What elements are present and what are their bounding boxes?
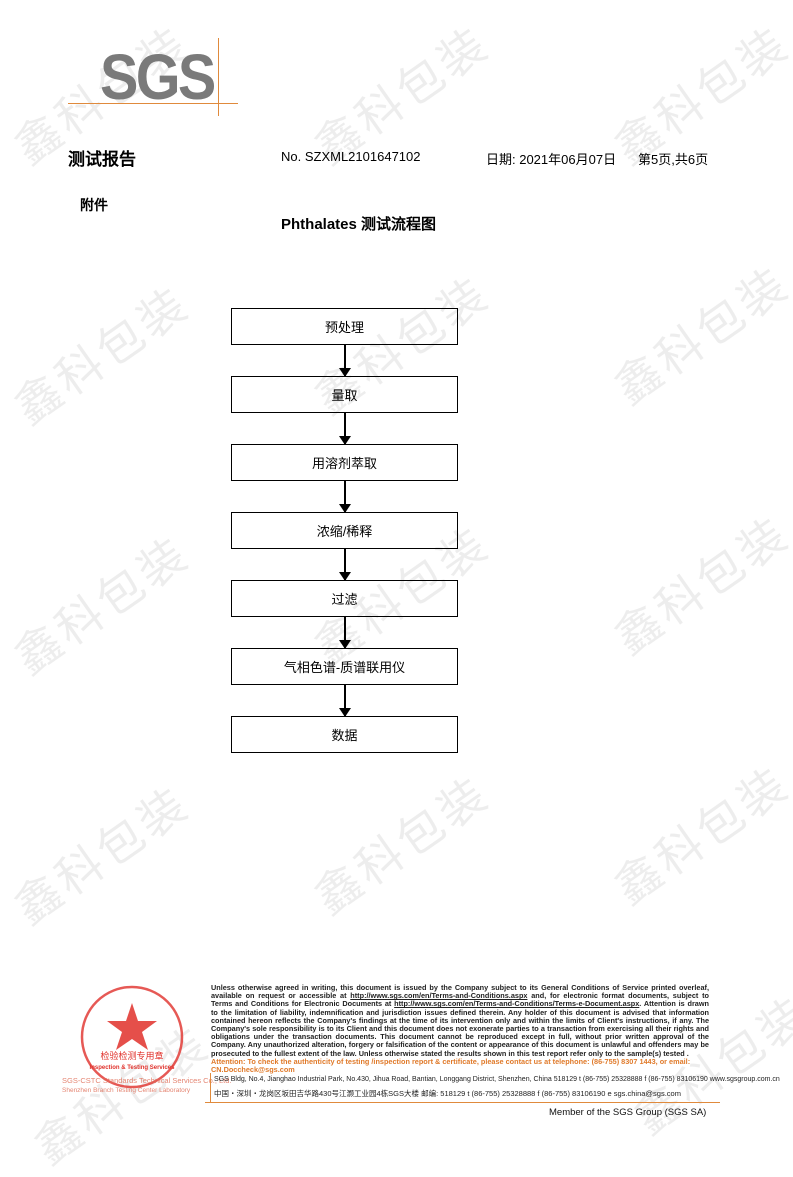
- watermark: 鑫科包装: [304, 765, 500, 925]
- flow-arrow: [339, 685, 351, 717]
- flow-arrow: [339, 617, 351, 649]
- address-divider: [210, 1073, 211, 1103]
- flow-step-gcms: 气相色谱-质谱联用仪: [231, 648, 458, 685]
- watermark: 鑫科包装: [604, 255, 793, 415]
- logo-rule-horizontal: [68, 103, 238, 104]
- flow-arrow: [339, 549, 351, 581]
- logo-rule-vertical: [218, 38, 219, 116]
- attachment-label: 附件: [80, 197, 108, 213]
- report-number: No. SZXML2101647102: [281, 149, 421, 164]
- report-title: 测试报告: [68, 150, 136, 169]
- watermark: 鑫科包装: [4, 775, 200, 935]
- legal-text: Unless otherwise agreed in writing, this…: [211, 983, 709, 1001]
- watermark: 鑫科包装: [4, 525, 200, 685]
- flow-arrow: [339, 345, 351, 377]
- stamp-line-2: Shenzhen Branch Testing Center Laborator…: [62, 1087, 191, 1094]
- page-number: 第5页,共6页: [638, 152, 709, 167]
- address-chinese: 中国・深圳・龙岗区坂田吉华路430号江灏工业园4栋SGS大楼 邮编: 51812…: [214, 1089, 681, 1098]
- watermark: 鑫科包装: [4, 275, 200, 435]
- legal-text: . Attention is drawn to the limitation o…: [211, 999, 709, 1058]
- report-date: 日期: 2021年06月07日: [486, 152, 617, 167]
- inspection-stamp: 检验检测专用章 Inspection & Testing Services: [62, 985, 202, 1090]
- flow-arrow: [339, 481, 351, 513]
- legal-disclaimer: Unless otherwise agreed in writing, this…: [211, 983, 709, 1058]
- stamp-line-1: SGS-CSTC Standards Technical Services Co…: [62, 1076, 232, 1085]
- flow-step-concentrate: 浓缩/稀释: [231, 512, 458, 549]
- terms-link[interactable]: http://www.sgs.com/en/Terms-and-Conditio…: [350, 991, 528, 1001]
- sgs-logo: SGS: [100, 41, 216, 113]
- watermark: 鑫科包装: [604, 505, 793, 665]
- address-english: SGS Bldg, No.4, Jianghao Industrial Park…: [214, 1076, 780, 1083]
- footer-rule: [205, 1102, 720, 1103]
- e-document-terms-link[interactable]: http://www.sgs.com/en/Terms-and-Conditio…: [394, 999, 640, 1009]
- watermark: 鑫科包装: [604, 755, 793, 915]
- flow-step-pretreatment: 预处理: [231, 308, 458, 345]
- flow-arrow: [339, 413, 351, 445]
- stamp-center-en: Inspection & Testing Services: [90, 1065, 176, 1071]
- flow-step-data: 数据: [231, 716, 458, 753]
- flow-step-extraction: 用溶剂萃取: [231, 444, 458, 481]
- flow-step-measure: 量取: [231, 376, 458, 413]
- flow-step-filter: 过滤: [231, 580, 458, 617]
- authenticity-notice: Attention: To check the authenticity of …: [211, 1057, 691, 1074]
- stamp-center-cn: 检验检测专用章: [100, 1050, 163, 1062]
- flowchart-title: Phthalates 测试流程图: [281, 216, 437, 233]
- legal-text: and, for electronic format documents, su…: [211, 991, 709, 1009]
- member-statement: Member of the SGS Group (SGS SA): [549, 1107, 707, 1118]
